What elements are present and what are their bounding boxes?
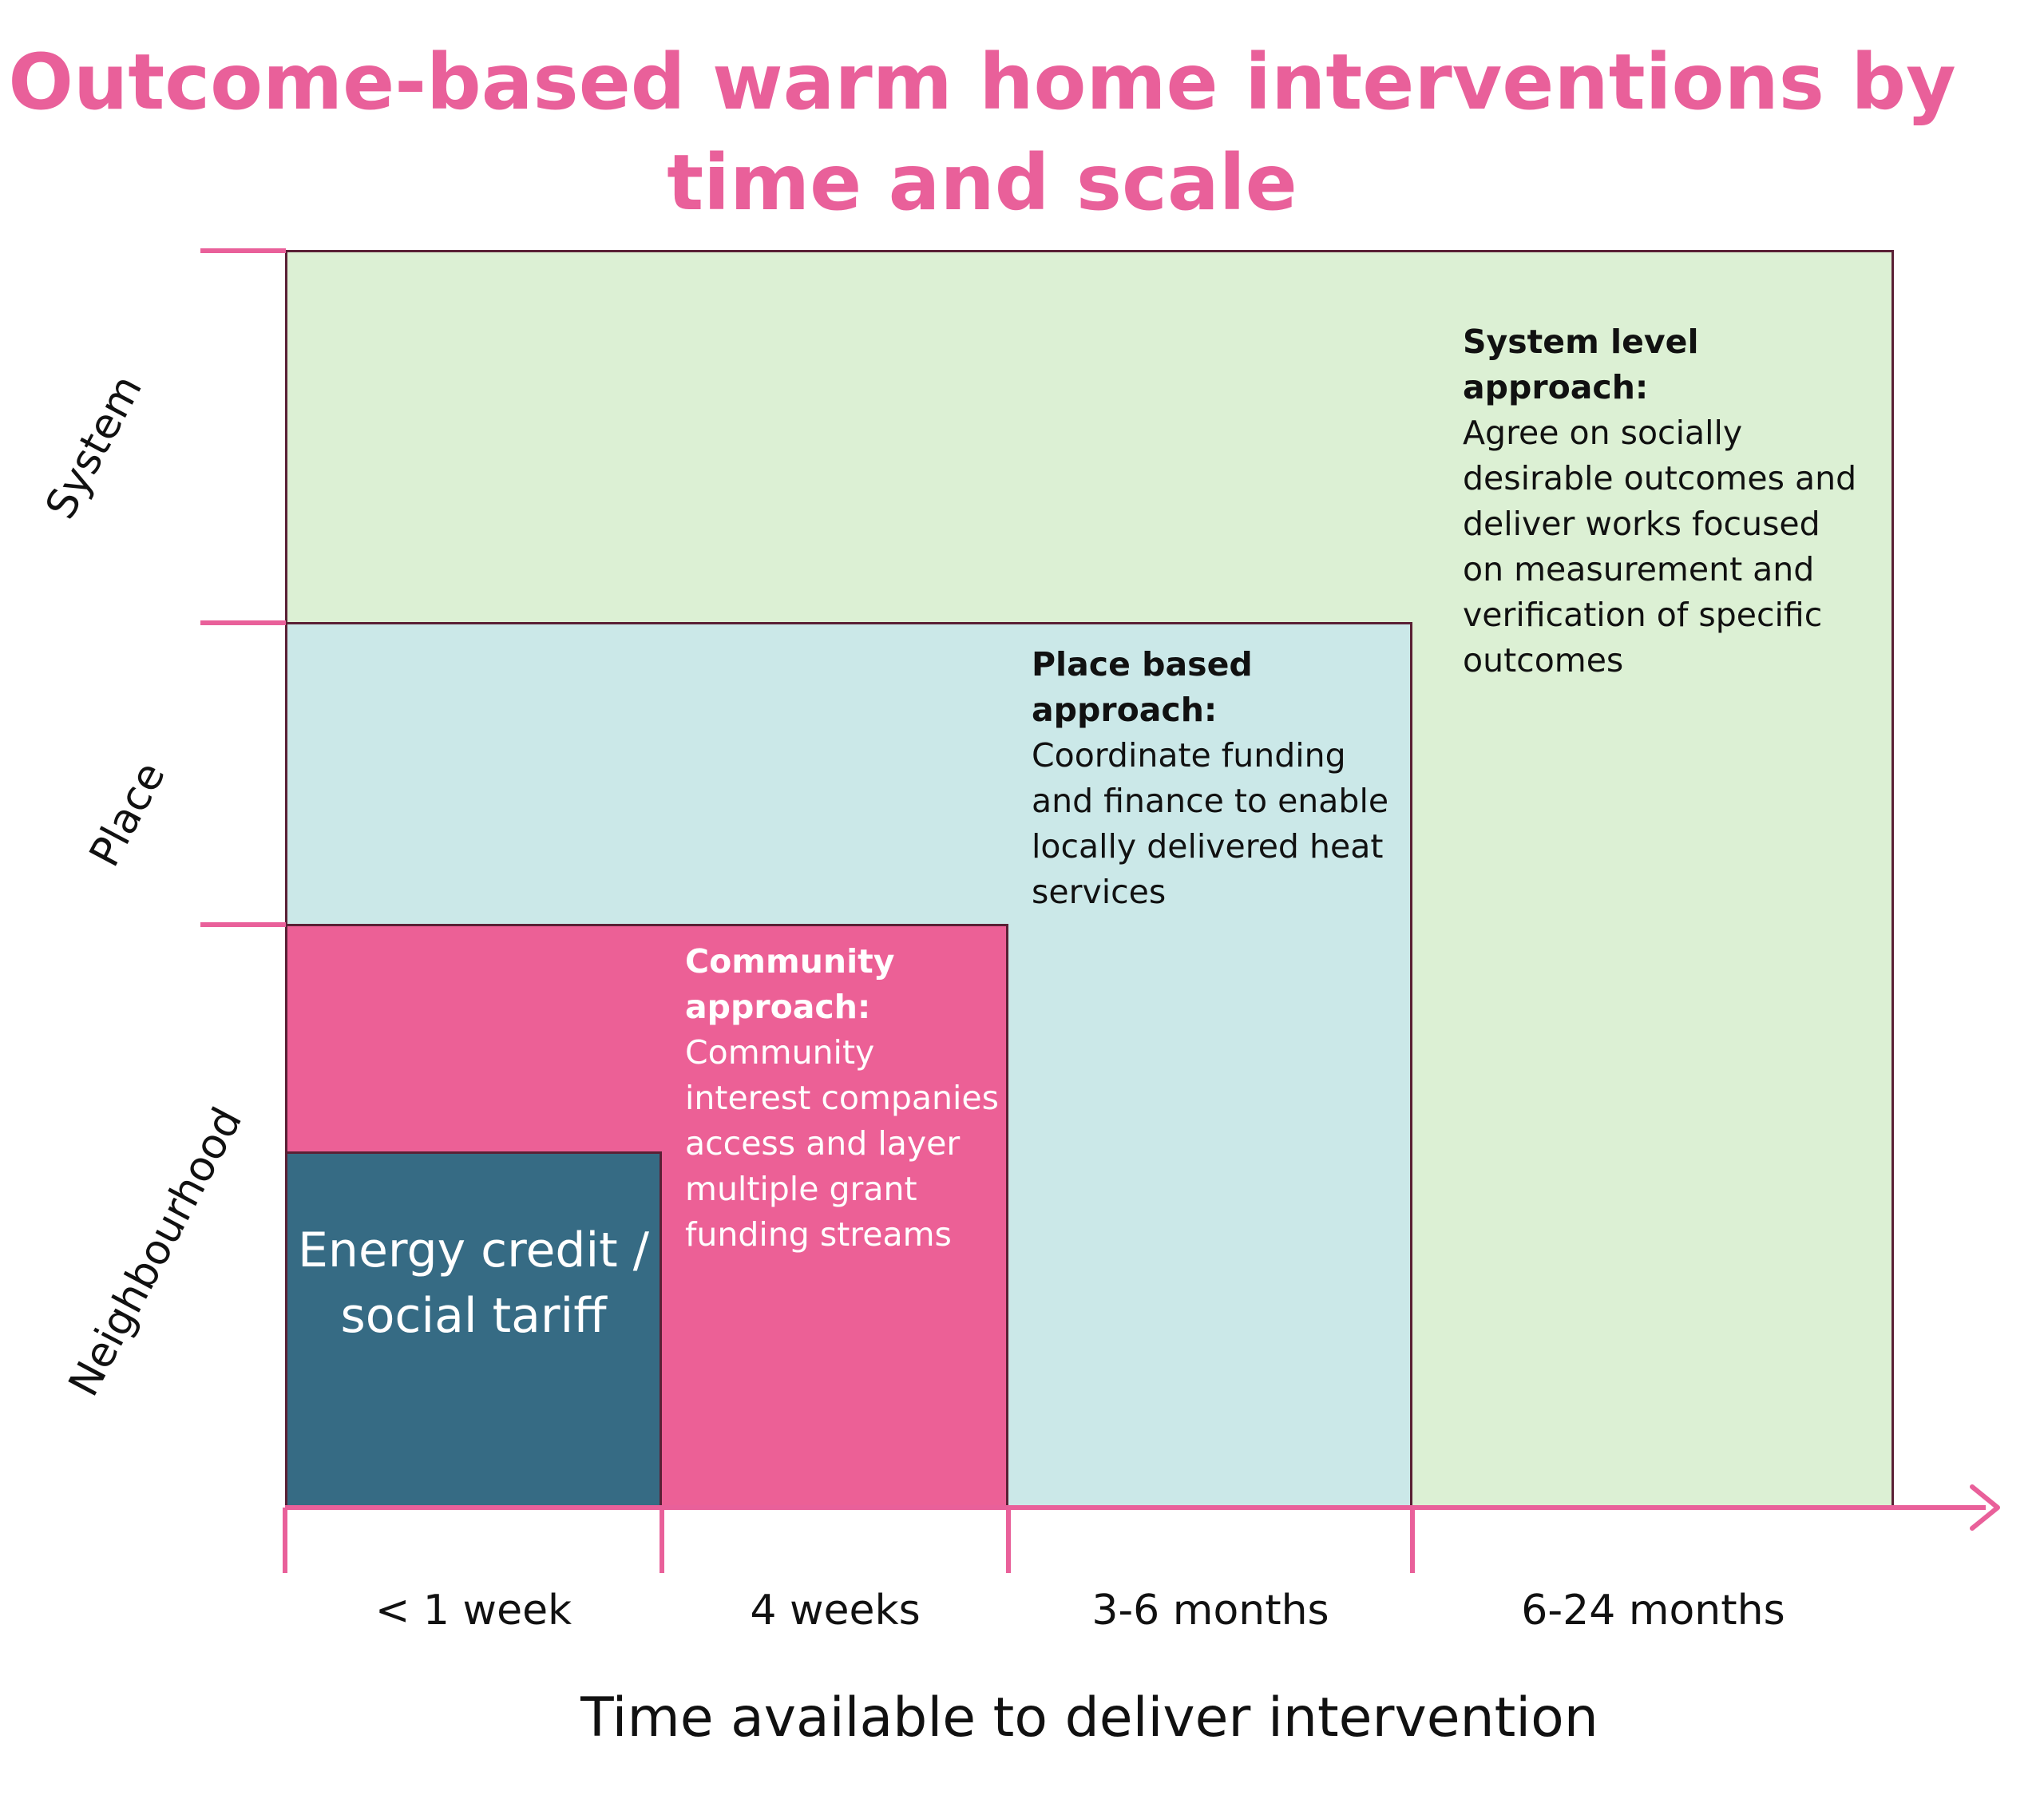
x-tick-label-4: 6-24 months [1521,1587,1785,1635]
system-level-heading: System level approach: [1463,323,1699,406]
y-tick-system [200,248,286,253]
x-axis-line [285,1505,1986,1510]
x-tick-label-2: 4 weeks [750,1587,921,1635]
y-tick-place [200,620,286,625]
y-tick-neighbourhood [200,922,286,927]
x-tick-1 [283,1508,287,1573]
page-title: Outcome-based warm home interventions by… [8,38,1956,228]
community-heading: Community approach: [685,942,895,1026]
place-based-heading: Place based approach: [1032,645,1253,729]
system-level-body: Agree on socially desirable outcomes and… [1463,414,1857,680]
x-tick-label-1: < 1 week [374,1587,572,1635]
community-body: Community interest companies access and … [685,1033,1000,1254]
energy-credit-label: Energy credit / social tariff [298,1222,649,1344]
x-tick-3 [1006,1508,1011,1573]
community-description: Community approach: Community interest c… [685,939,1004,1258]
x-tick-2 [660,1508,664,1573]
x-tick-label-3: 3-6 months [1091,1587,1329,1635]
place-based-body: Coordinate funding and finance to enable… [1032,736,1389,911]
x-axis-title: Time available to deliver intervention [580,1686,1598,1749]
place-based-description: Place based approach: Coordinate funding… [1032,642,1407,915]
x-tick-4 [1410,1508,1415,1573]
system-level-description: System level approach: Agree on socially… [1463,319,1862,684]
